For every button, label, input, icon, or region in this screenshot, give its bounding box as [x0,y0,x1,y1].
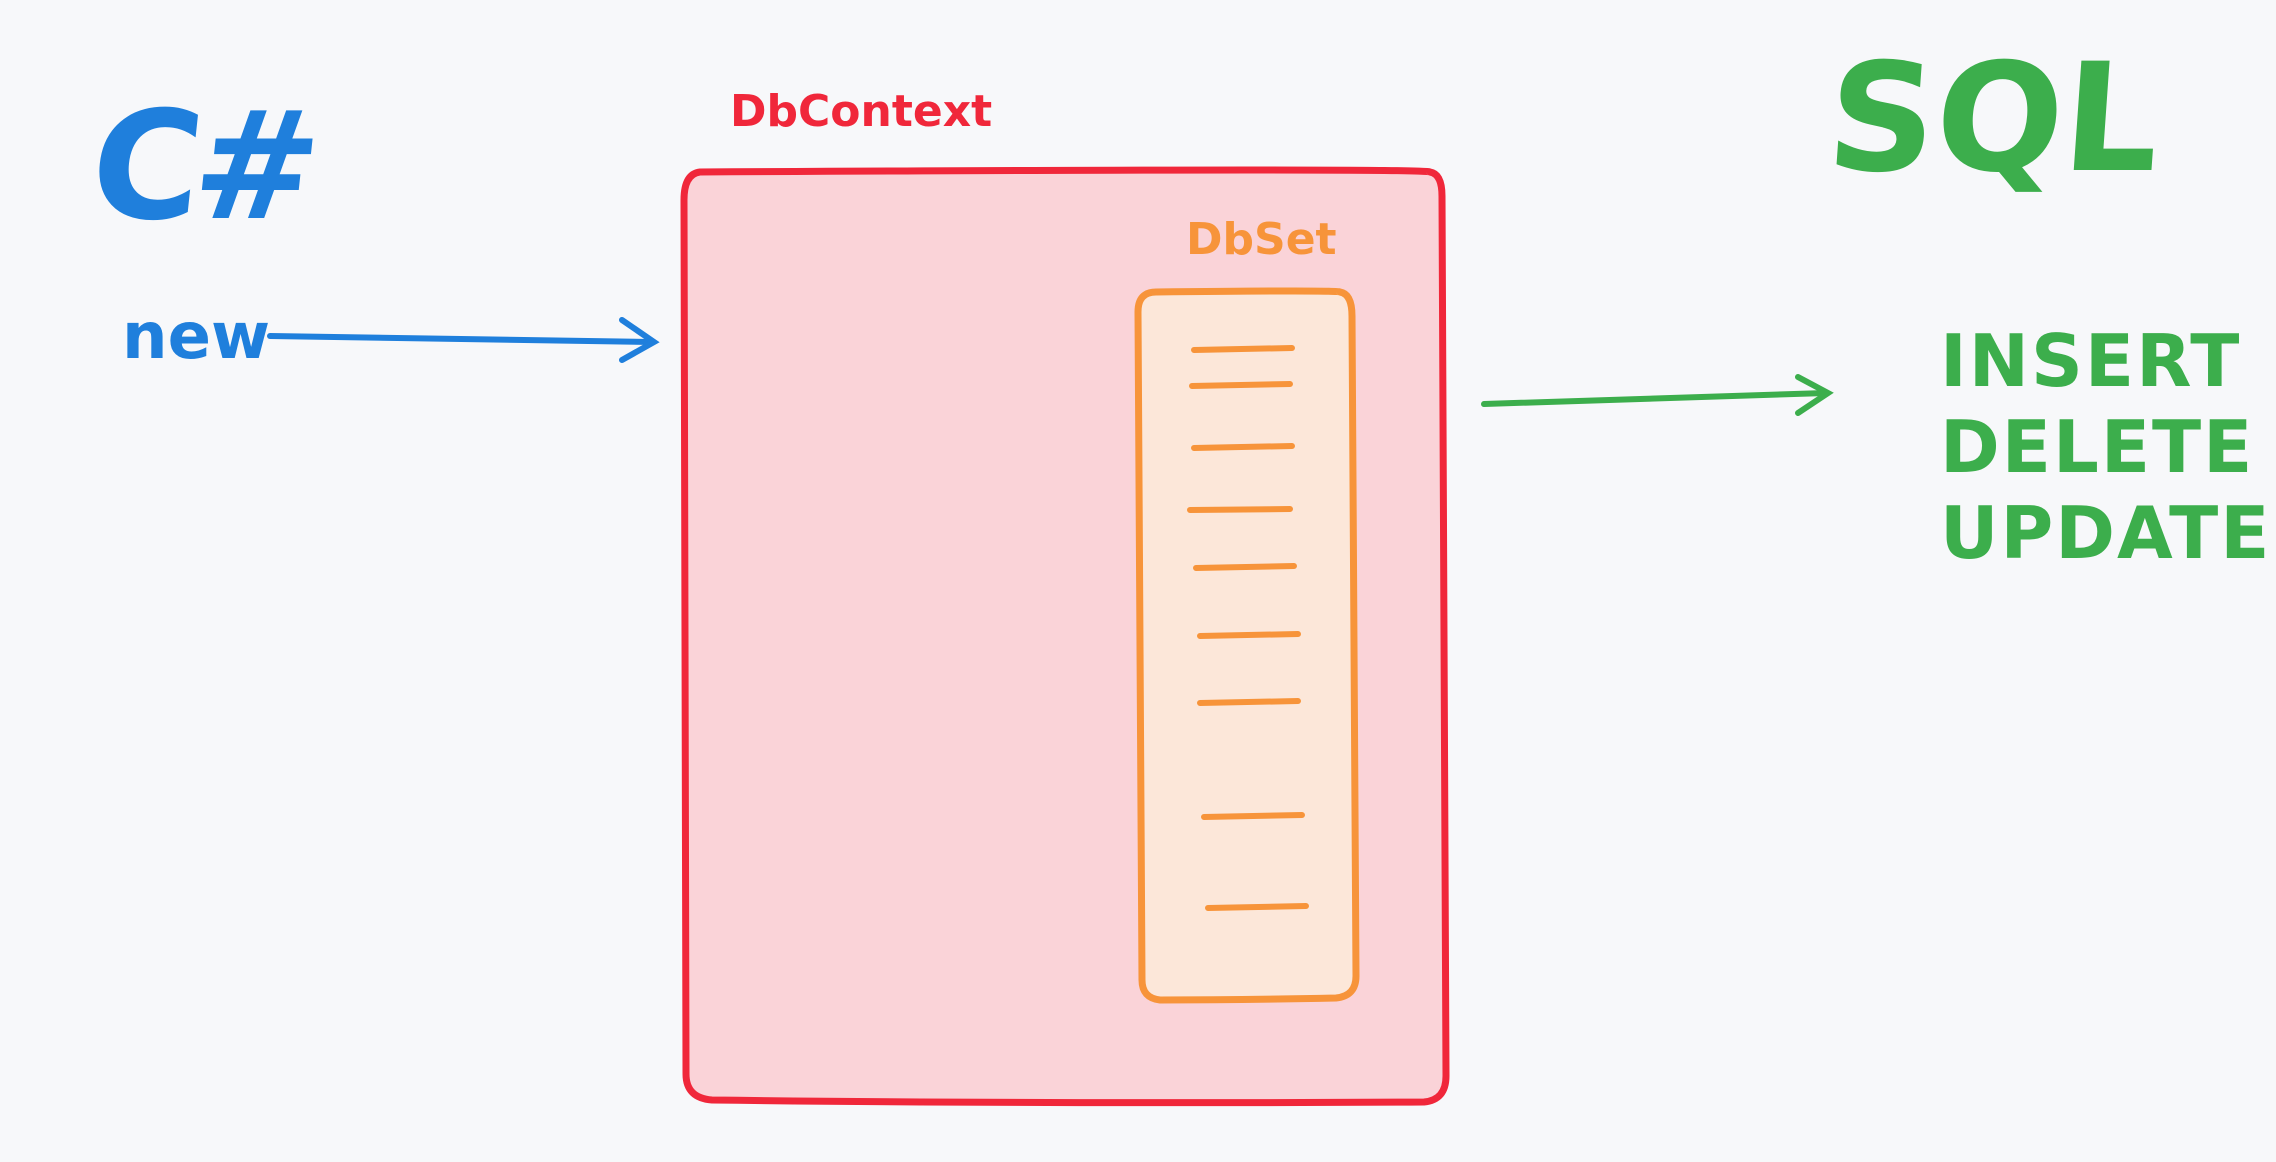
dbset-entry-line [1197,698,1301,706]
dbset-entry-line [1193,563,1297,571]
sql-operation-delete: DELETE [1940,405,2255,489]
arrow-new-to-dbcontext [267,317,660,363]
new-label: new [122,300,271,374]
dbset-entries [1187,345,1309,911]
dbset-entry-line [1205,903,1309,911]
sql-operation-update: UPDATE [1940,491,2272,575]
dbset-box [1134,287,1360,1004]
dbset-entry-line [1189,381,1293,389]
sql-operation-insert: INSERT [1940,319,2242,403]
dbcontext-label: DbContext [730,86,993,137]
csharp-title: C# [82,80,321,254]
dbset-entry-line [1197,631,1301,639]
dbset-entry-line [1191,443,1295,451]
arrow-dbcontext-to-sql [1481,374,1834,416]
dbset-label: DbSet [1186,214,1337,265]
sql-title: SQL [1821,32,2166,206]
dbset-entry-line [1187,506,1293,513]
dbset-entry-line [1201,812,1305,820]
dbset-entry-line [1191,345,1295,353]
sql-operations-list: INSERT DELETE UPDATE [1940,318,2271,576]
